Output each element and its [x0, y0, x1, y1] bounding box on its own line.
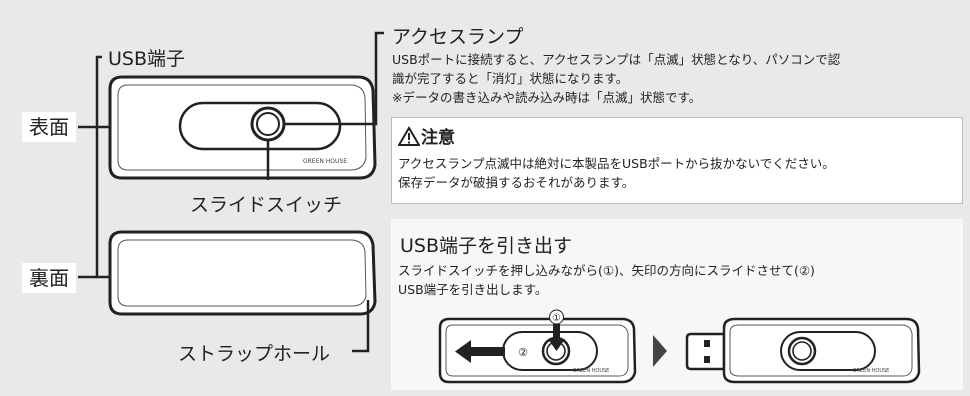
slide-switch-label: スライドスイッチ [190, 194, 343, 216]
brand-logo: GREEN HOUSE [303, 158, 347, 165]
caution-description: アクセスランプ点滅中は絶対に本製品をUSBポートから抜かないでください。 保存デ… [398, 154, 958, 192]
pull-out-line2: USB端子を引き出します。 [398, 282, 548, 297]
strap-hole-leader [352, 300, 370, 353]
marker-1: ① [552, 313, 561, 324]
brand-logo-step2: GREEN HOUSE [853, 368, 890, 374]
back-label: 裏面 [22, 263, 76, 293]
push-down-arrow-icon [548, 324, 565, 351]
pull-out-line1: スライドスイッチを押し込みながら(①)、矢印の方向にスライドさせて(②) [398, 263, 815, 278]
access-lamp-description: USBポートに接続すると、アクセスランプは「点滅」状態となり、パソコンで認 識が… [392, 50, 962, 107]
pull-out-box: USB端子を引き出す スライドスイッチを押し込みながら(①)、矢印の方向にスライ… [391, 219, 963, 390]
pull-out-title: USB端子を引き出す [400, 235, 573, 257]
device-back [108, 230, 377, 316]
front-label: 表面 [22, 112, 76, 142]
next-step-arrow-icon [653, 335, 667, 367]
device-front: GREEN HOUSE [108, 75, 377, 180]
strap-hole-label: ストラップホール [178, 343, 331, 365]
warning-triangle-icon [398, 125, 420, 146]
marker-2: ② [518, 346, 528, 359]
access-lamp-line2: 識が完了すると「消灯」状態になります。 [392, 71, 629, 86]
step-device-after: GREEN HOUSE [685, 317, 921, 384]
access-lamp-line1: USBポートに接続すると、アクセスランプは「点滅」状態となり、パソコンで認 [392, 52, 841, 67]
caution-title: 注意 [421, 128, 455, 148]
usb-terminal-label: USB端子 [108, 48, 186, 70]
access-lamp-line3: ※データの書き込みや読み込み時は「点滅」状態です。 [392, 90, 702, 105]
brand-logo-step1: GREEN HOUSE [573, 368, 610, 374]
access-lamp-title: アクセスランプ [392, 26, 524, 48]
caution-line1: アクセスランプ点滅中は絶対に本製品をUSBポートから抜かないでください。 [398, 156, 835, 171]
usb-terminal-leader [95, 55, 112, 279]
pull-out-illustration: GREEN HOUSE ① ② GREEN HOUSE [438, 309, 921, 384]
pull-out-description: スライドスイッチを押し込みながら(①)、矢印の方向にスライドさせて(②) USB… [398, 261, 958, 299]
access-lamp-leader [285, 31, 384, 126]
caution-heading: 注意 [398, 123, 455, 148]
slide-left-arrow-icon [455, 340, 505, 363]
caution-box: 注意 アクセスランプ点滅中は絶対に本製品をUSBポートから抜かないでください。 … [391, 117, 963, 204]
caution-line2: 保存データが破損するおそれがあります。 [398, 175, 635, 190]
